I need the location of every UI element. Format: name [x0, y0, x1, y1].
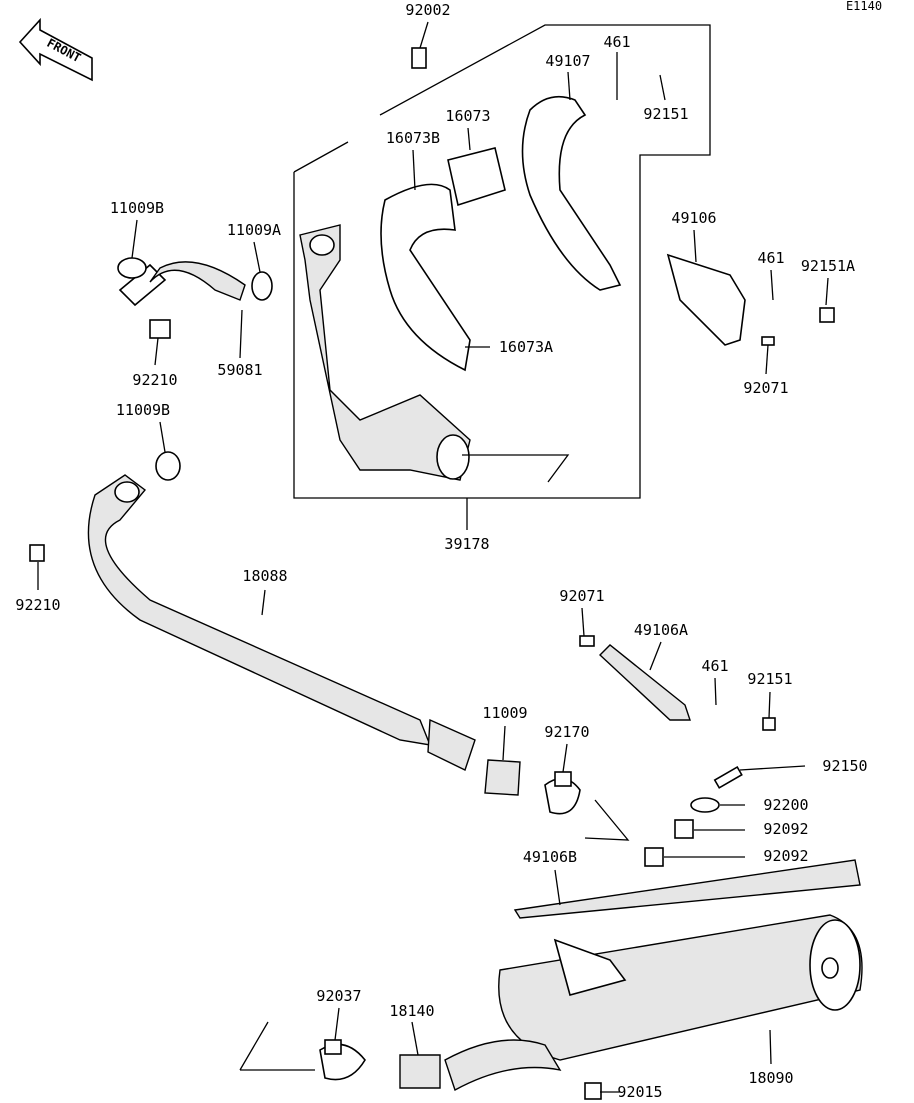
label-461: 461	[701, 657, 728, 675]
label-92210: 92210	[132, 371, 177, 389]
label-11009: 11009	[482, 704, 527, 722]
label-49106: 49106	[671, 209, 716, 227]
label-49106b: 49106B	[523, 848, 577, 866]
label-92092: 92092	[763, 820, 808, 838]
part-labels: 92002 461 49107 92151 16073 16073B 11009…	[15, 1, 867, 1101]
part-shapes	[29, 47, 863, 1100]
label-16073: 16073	[445, 107, 490, 125]
label-11009b: 11009B	[110, 199, 164, 217]
label-59081: 59081	[217, 361, 262, 379]
label-16073b: 16073B	[386, 129, 440, 147]
assembly-outline	[293, 24, 711, 499]
label-39178: 39178	[444, 535, 489, 553]
label-92151a: 92151A	[801, 257, 855, 275]
label-92071: 92071	[559, 587, 604, 605]
label-92151: 92151	[747, 670, 792, 688]
leader-lines	[37, 21, 829, 1093]
label-92015: 92015	[617, 1083, 662, 1101]
label-16073a: 16073A	[499, 338, 553, 356]
label-92210: 92210	[15, 596, 60, 614]
label-92002: 92002	[405, 1, 450, 19]
label-92092: 92092	[763, 847, 808, 865]
label-92151: 92151	[643, 105, 688, 123]
label-92071: 92071	[743, 379, 788, 397]
label-18140: 18140	[389, 1002, 434, 1020]
label-461: 461	[757, 249, 784, 267]
label-92150: 92150	[822, 757, 867, 775]
label-49107: 49107	[545, 52, 590, 70]
label-49106a: 49106A	[634, 621, 688, 639]
label-11009a: 11009A	[227, 221, 281, 239]
diagram-code: E1140	[846, 0, 882, 13]
label-92170: 92170	[544, 723, 589, 741]
label-92037: 92037	[316, 987, 361, 1005]
label-11009b: 11009B	[116, 401, 170, 419]
label-18088: 18088	[242, 567, 287, 585]
label-92200: 92200	[763, 796, 808, 814]
front-arrow-logo: FRONT	[18, 17, 93, 82]
label-461: 461	[603, 33, 630, 51]
label-18090: 18090	[748, 1069, 793, 1087]
